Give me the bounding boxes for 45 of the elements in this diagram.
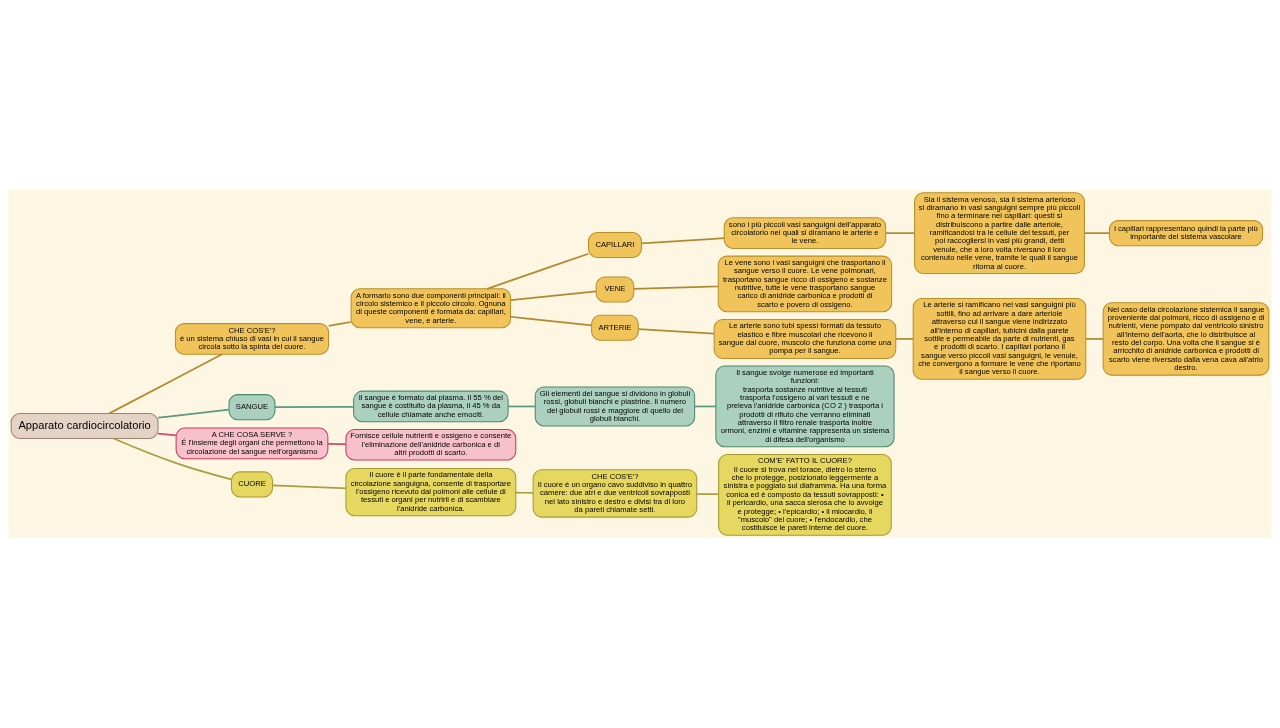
connector [327,443,347,445]
connector [486,252,590,290]
node-box: COM'E' FATTO IL CUORE? Il cuore si trova nel torace, dietro lo sterno che lo protegge, posizionato leggermente a sinistra e poggiato sul diaframma. Ha una forma conica ed è composto da tessuti sovrapposti: • il pericardio, una sacca sierosa che lo avvolge e protegge; • l'epicardio; • il miocardio, il "muscolo" del cuore; • l'endocardio, che costituisce le pareti interne del cuore. [718,453,892,536]
connector [895,338,914,340]
node-box: VENE [595,276,635,303]
connector [1083,232,1111,234]
node-box: Apparato cardiocircolatorio [10,412,159,439]
node-box: Le arterie sono tubi spessi formati da tessuto elastico e fibre muscolari che ricevono il sangue dal cuore, muscolo che funziona come una pompa per il sangue. [713,318,897,359]
node-box: CUORE [230,471,274,498]
node-box: Le arterie si ramificano nei vasi sanguigni più sottili, fino ad arrivare a dare arteriole attraverso cui il sangue viene indirizzato all'interno di capillari, tubicini dalla parete sottile e permeabile da parte di nutrienti, gas e prodotti di scarto. I capillari portano il sangue verso piccoli vasi sanguigni, le venule, che convergono a formare le vene che riportano il sangue verso il cuore. [912,298,1087,380]
node-box: Gli elementi del sangue si dividono in globuli rossi, globuli bianchi e piastrine. Il numero dei globuli rossi è maggiore di quello dei globuli bianchi. [534,386,696,427]
node-box: A CHE COSA SERVE ? É l'insieme degli organi che permettono la circolazione del sangue nell'organismo [175,427,329,460]
node-box: CHE COS'E'? è un sistema chiuso di vasi in cui il sangue circola sotto la spinta del cuore. [174,323,330,355]
node-box: Le vene sono i vasi sanguigni che trasportano il sangue verso il cuore. Le vene polmonari, trasportano sangue ricco di ossigeno e sostanze nutritive, tutte le vene trasportano sangue carico di anidride carbonica e prodotti di scarto e povero di ossigeno. [717,255,893,313]
connector [509,315,593,327]
connector [695,493,720,496]
connector [885,232,916,234]
connector [1085,338,1104,340]
connector [515,491,534,494]
connector [108,353,223,415]
node-box: CAPILLARI [588,231,642,259]
node-box: CHE COS'E'? Il cuore è un organo cavo suddiviso in quattro camere: due atri e due ventricoli sovrapposti nel lato sinistro e destro e divisi tra di loro da pareti chiamate setti. [532,469,698,518]
connector [271,484,347,490]
connector [507,405,536,408]
node-box: Il sangue è formato dal plasma. Il 55 % del sangue è costituito da plasma, il 45 % da cellule chiamate anche emociti. [353,390,509,423]
node-box: SANGUE [228,394,276,421]
node-box: sono i più piccoli vasi sanguigni dell'apparato circolatorio nei quali si diramano le arterie e le vene. [723,217,887,249]
node-box: ARTERIE [591,314,639,341]
node-box: Fornisce cellule nutrienti e ossigeno e consente l'eliminazione dell'anidride carbonica e di altri prodotti di scarto. [345,428,517,461]
node-box: Il cuore è il parte fondamentale della circolazione sanguigna, consente di trasportare l'ossigeno ricevuto dai polmoni alle cellule di tessuti e organi per nutrirli e di scambiare l'anidride carbonica. [345,467,517,517]
connector [112,437,232,481]
connector [693,405,717,408]
connector [509,290,597,302]
node-box: Nel caso della circolazione sistemica il sangue proveniente dai polmoni, ricco di ossigeno e di nutrienti, viene pompato dal ventricolo sinistro all'interno dell'aorta, che lo distribuisce al resto del corpo. Una volta che il sangue si è arricchito di anidride carbonica e prodotti di scarto viene riversato dalla vena cava all'atrio destro. [1102,302,1270,376]
node-box: A formarlo sono due componenti principali: il circolo sistemico e il piccolo circolo. Ognuna di queste componenti è formata da: capillari, vene, e arterie. [350,288,512,329]
node-box: i capillari rappresentano quindi la parte più importante del sistema vascolare [1108,220,1264,247]
connector [274,405,355,408]
connector [327,321,352,327]
node-box: Il sangue svolge numerose ed importanti funzioni: trasporta sostanze nutritive ai tessuti trasporta l'ossigeno ai vari tessuti e ne preleva l'anidride carbonica (CO 2 ) trasporta i prodotti di rifiuto che verranno eliminati attraverso il filtro renale trasporta inoltre ormoni, enzimi e vitamine rappresenta un sistema di difesa dell'organismo [715,365,895,448]
connector [157,432,177,437]
node-box: Sia il sistema venoso, sia il sistema arterioso si diramano in vasi sanguigni sempre più piccoli fino a terminare nei capillari: questi si distribuiscono a partire dalle arteriole, ramificandosi tra le cellule dei tessuti, per poi raccogliersi in vasi più grandi, detti venule, che a loro volta riversano il loro contenuto nelle vene, tramite le quali il sangue ritorna al cuore. [914,192,1085,275]
connector [633,285,719,290]
connector [637,328,715,335]
connector [640,237,725,245]
connector [157,408,230,419]
